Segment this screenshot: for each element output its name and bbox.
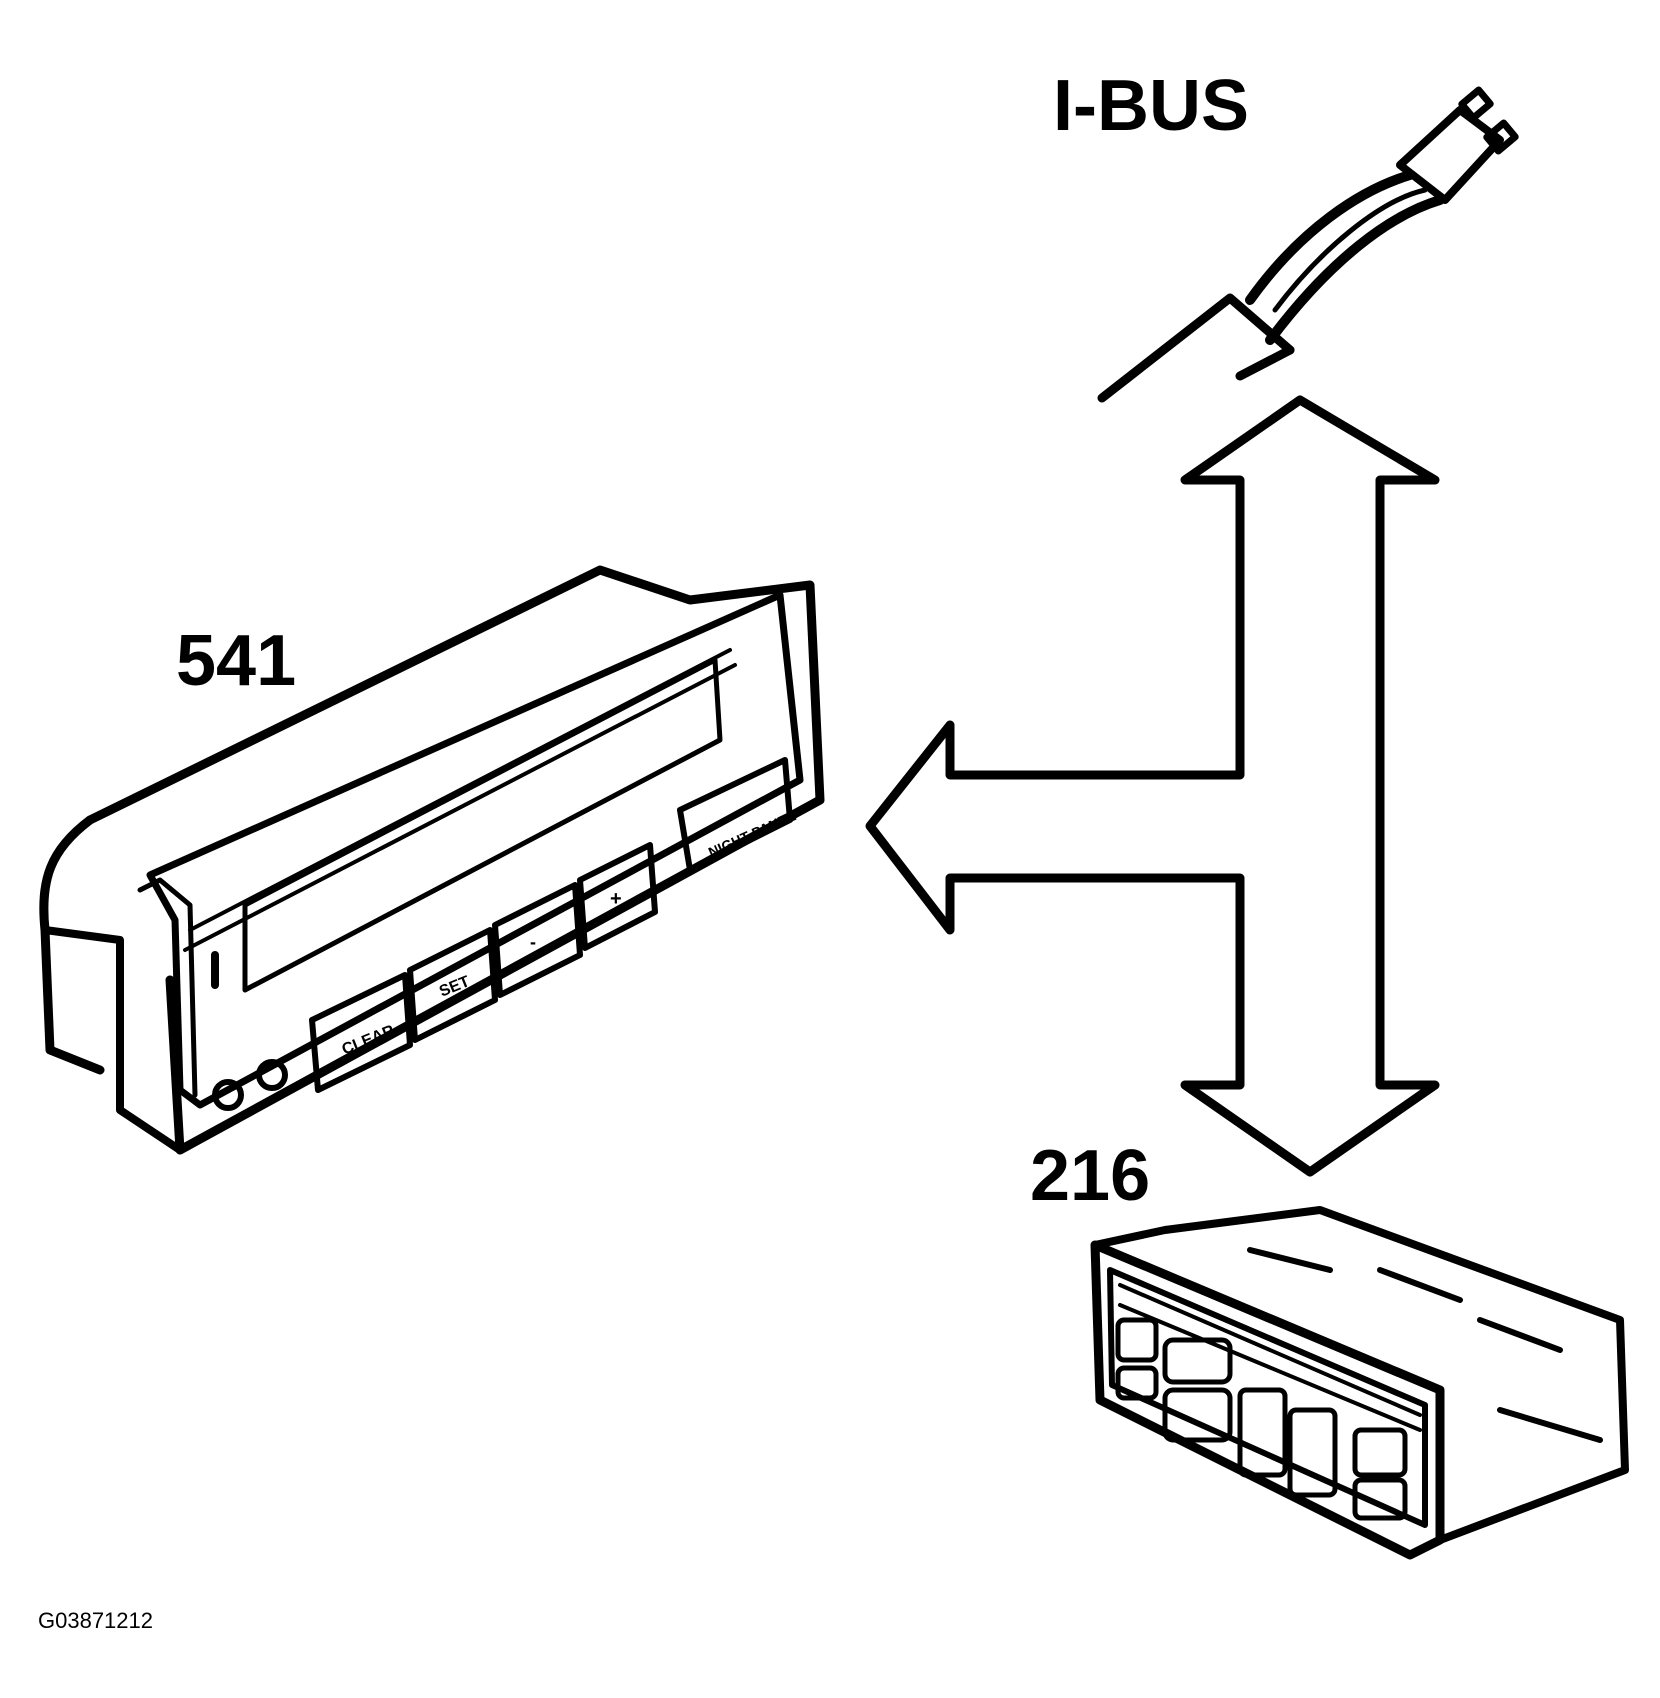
figure-code: G03871212 — [38, 1608, 153, 1633]
ibus-wires-mid — [1272, 187, 1428, 313]
module-541-label: 541 — [176, 621, 297, 701]
module-216-drawing — [1090, 1206, 1629, 1560]
ibus-plug-pin-1 — [1458, 86, 1494, 122]
module-541-knob-2 — [256, 1059, 288, 1091]
module-541-display-rib — [183, 648, 737, 952]
module-541-drawing: CLEAR SET - + NIGHT PANEL — [39, 565, 825, 1155]
module-541-bezel-edge — [137, 877, 198, 1098]
ibus-wires — [1245, 170, 1415, 305]
module-541-display — [242, 657, 723, 993]
ibus-plug-pin-2 — [1483, 119, 1519, 155]
clear-button-outline — [309, 972, 413, 1093]
module-216-button-7 — [1352, 1427, 1408, 1478]
module-216-housing-ribs — [1247, 1247, 1603, 1443]
module-216-button-4 — [1162, 1387, 1233, 1443]
module-216-bezel-inner — [1107, 1267, 1428, 1528]
plus-button-outline — [577, 842, 658, 951]
module-216-buttons — [1115, 1317, 1408, 1521]
ibus-label: I-BUS — [1053, 66, 1249, 146]
module-541-button-plus: + — [577, 842, 658, 951]
night-panel-button-label: NIGHT PANEL — [706, 807, 799, 860]
module-541-knob-1 — [212, 1079, 244, 1111]
module-216-button-1 — [1115, 1317, 1159, 1363]
module-541-housing-side — [41, 926, 184, 1154]
module-216-bezel-rail — [1118, 1283, 1422, 1432]
module-216-button-5 — [1237, 1387, 1288, 1478]
module-216-button-8 — [1352, 1477, 1408, 1521]
module-216-button-6 — [1287, 1407, 1338, 1498]
module-541-button-minus: - — [492, 882, 583, 998]
minus-button-label: - — [530, 932, 536, 952]
plus-button-label: + — [610, 888, 622, 910]
set-button-outline — [407, 927, 498, 1043]
module-541-housing-back — [39, 815, 105, 1075]
ibus-wires-lower — [1265, 195, 1445, 345]
night-panel-button-outline — [677, 757, 793, 873]
ibus-cable-jacket — [1235, 345, 1295, 381]
ibus-connector — [1097, 86, 1519, 403]
module-216-bezel — [1090, 1240, 1445, 1560]
module-541-bezel — [146, 591, 804, 1109]
module-216-button-3 — [1162, 1337, 1233, 1385]
ibus-cable — [1097, 293, 1295, 403]
ibus-plug-body — [1396, 106, 1504, 204]
minus-button-outline — [492, 882, 583, 998]
ibus-arrow-network — [865, 395, 1440, 1177]
module-541-knobs — [212, 1059, 288, 1111]
module-216-label: 216 — [1030, 1136, 1151, 1216]
module-216-button-2 — [1115, 1365, 1159, 1401]
